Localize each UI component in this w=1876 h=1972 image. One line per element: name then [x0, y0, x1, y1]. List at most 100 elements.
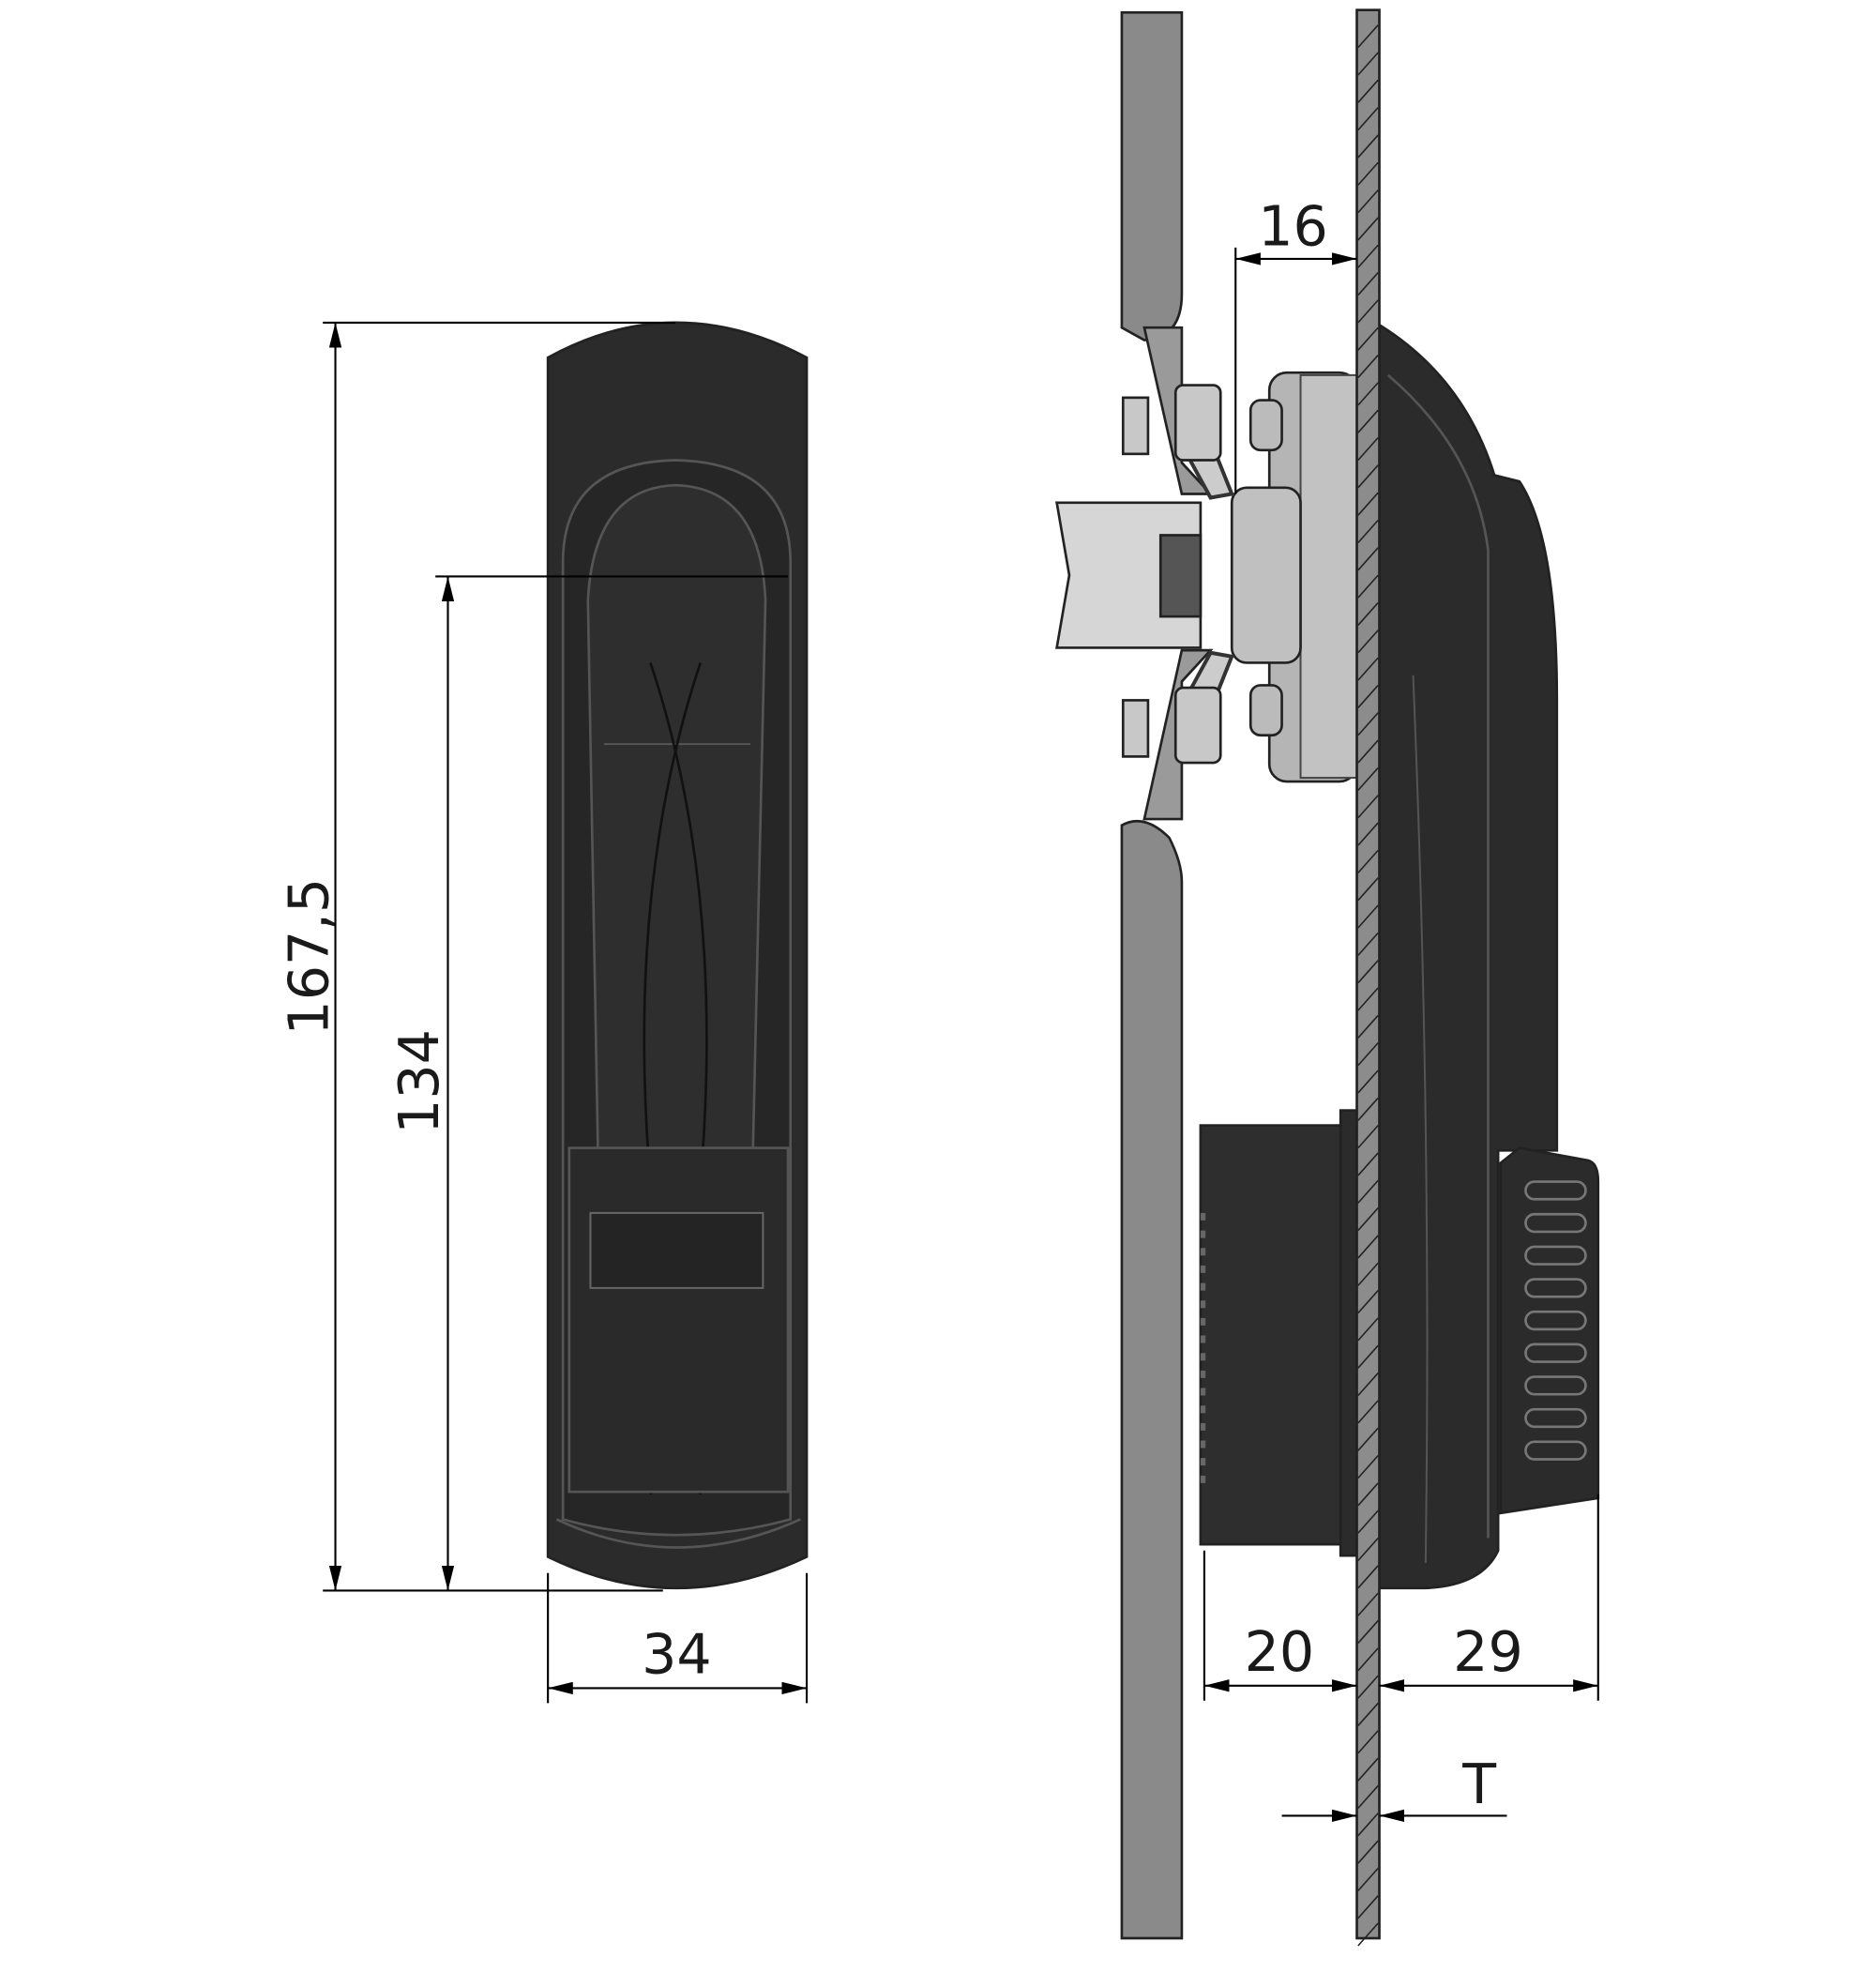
label-front-depth: 29 — [1453, 1620, 1523, 1684]
hatch-line — [1357, 547, 1379, 571]
hatch-line — [1357, 1675, 1379, 1699]
hatch-line — [1357, 1235, 1379, 1259]
hatch-line — [1357, 1207, 1379, 1232]
hatch-line — [1357, 1509, 1379, 1534]
dimension-thickness: T — [1281, 1752, 1507, 1823]
hatch-line — [1357, 712, 1379, 736]
hatch-line — [1357, 1069, 1379, 1094]
hatch-line — [1357, 904, 1379, 929]
hatch-line — [1357, 1867, 1379, 1891]
hatch-line — [1357, 987, 1379, 1011]
dimension-front-depth: 29 — [1379, 1494, 1599, 1701]
hatch-line — [1357, 79, 1379, 103]
hatch-line — [1357, 1097, 1379, 1121]
hatch-line — [1357, 1647, 1379, 1672]
rib-slot — [1524, 1375, 1587, 1396]
hatch-line — [1357, 1042, 1379, 1067]
hatch-line — [1357, 107, 1379, 131]
hatch-line — [1357, 1730, 1379, 1754]
hatch-line — [1357, 795, 1379, 819]
hatch-line — [1357, 739, 1379, 764]
dimension-width: 34 — [547, 1572, 809, 1704]
rib-slot — [1524, 1245, 1587, 1266]
hatch-line — [1357, 1290, 1379, 1314]
hatch-line — [1357, 574, 1379, 599]
label-overall-height: 167,5 — [278, 878, 341, 1036]
hatch-line — [1357, 217, 1379, 241]
hatch-line — [1357, 932, 1379, 956]
lock-nut — [1230, 486, 1302, 664]
label-rear-depth: 20 — [1245, 1620, 1315, 1684]
hatch-line — [1357, 1565, 1379, 1589]
label-width: 34 — [642, 1622, 712, 1686]
rib-slot — [1524, 1180, 1587, 1201]
hatch-line — [1357, 1757, 1379, 1782]
dimension-overall-height: 167,5 — [278, 321, 676, 1592]
hatch-line — [1357, 464, 1379, 489]
hatch-line — [1357, 326, 1379, 351]
rib-slot — [1524, 1407, 1587, 1429]
latch-block — [567, 1146, 790, 1494]
hatch-line — [1357, 1179, 1379, 1204]
hatch-line — [1357, 355, 1379, 379]
dimension-door-gap: 16 — [1234, 194, 1357, 494]
rear-housing — [1199, 1124, 1346, 1546]
hatch-line — [1357, 1344, 1379, 1369]
hatch-line — [1357, 766, 1379, 791]
hatch-line — [1357, 1784, 1379, 1809]
hatch-line — [1357, 492, 1379, 516]
hatch-line — [1357, 1125, 1379, 1149]
grip-rib-slots — [1524, 1180, 1587, 1461]
hatch-line — [1357, 1317, 1379, 1342]
hatch-line — [1357, 1373, 1379, 1397]
rib-slot — [1524, 1440, 1587, 1461]
hatch-line — [1357, 436, 1379, 462]
hatch-line — [1357, 684, 1379, 708]
hatch-line — [1357, 299, 1379, 324]
hatch-line — [1357, 822, 1379, 846]
hatch-line — [1357, 382, 1379, 406]
hatch-line — [1357, 877, 1379, 902]
hatch-line — [1357, 1537, 1379, 1562]
hatch-line — [1357, 960, 1379, 984]
hatch-line — [1357, 24, 1379, 49]
dimension-rear-depth: 20 — [1203, 1550, 1357, 1701]
hatch-line — [1357, 1427, 1379, 1451]
hatch-line — [1357, 1014, 1379, 1039]
hatch-line — [1357, 1482, 1379, 1507]
door-panel-lower — [1120, 820, 1184, 1940]
hatch-line — [1357, 272, 1379, 296]
rib-slot — [1524, 1278, 1587, 1298]
hatch-line — [1357, 630, 1379, 654]
rib-slot — [1524, 1310, 1587, 1331]
hatch-line — [1357, 1592, 1379, 1616]
hatch-line — [1357, 1454, 1379, 1479]
door-panel-upper — [1120, 10, 1184, 341]
label-door-gap: 16 — [1258, 194, 1328, 258]
hatch-line — [1357, 134, 1379, 159]
rib-slot — [1524, 1212, 1587, 1234]
side-view — [1055, 8, 1600, 1947]
plate-hatching — [1357, 24, 1379, 1947]
hatch-line — [1357, 1813, 1379, 1837]
hatch-line — [1357, 161, 1379, 186]
hatch-line — [1357, 1619, 1379, 1644]
hatch-line — [1357, 1262, 1379, 1286]
rib-slot — [1524, 1342, 1587, 1363]
hatch-line — [1357, 1895, 1379, 1919]
hatch-line — [1357, 1922, 1379, 1947]
mounting-plate — [1355, 8, 1381, 1940]
hatch-line — [1357, 190, 1379, 214]
label-thickness: T — [1461, 1752, 1496, 1816]
handle-body-side — [1374, 320, 1559, 1590]
hatch-line — [1357, 849, 1379, 873]
hatch-line — [1357, 601, 1379, 626]
hatch-line — [1357, 1152, 1379, 1176]
hatch-line — [1357, 657, 1379, 681]
hatch-line — [1357, 1840, 1379, 1864]
grip-lever — [586, 483, 767, 1152]
hatch-line — [1357, 409, 1379, 433]
hatch-line — [1357, 52, 1379, 76]
hatch-line — [1357, 519, 1379, 544]
